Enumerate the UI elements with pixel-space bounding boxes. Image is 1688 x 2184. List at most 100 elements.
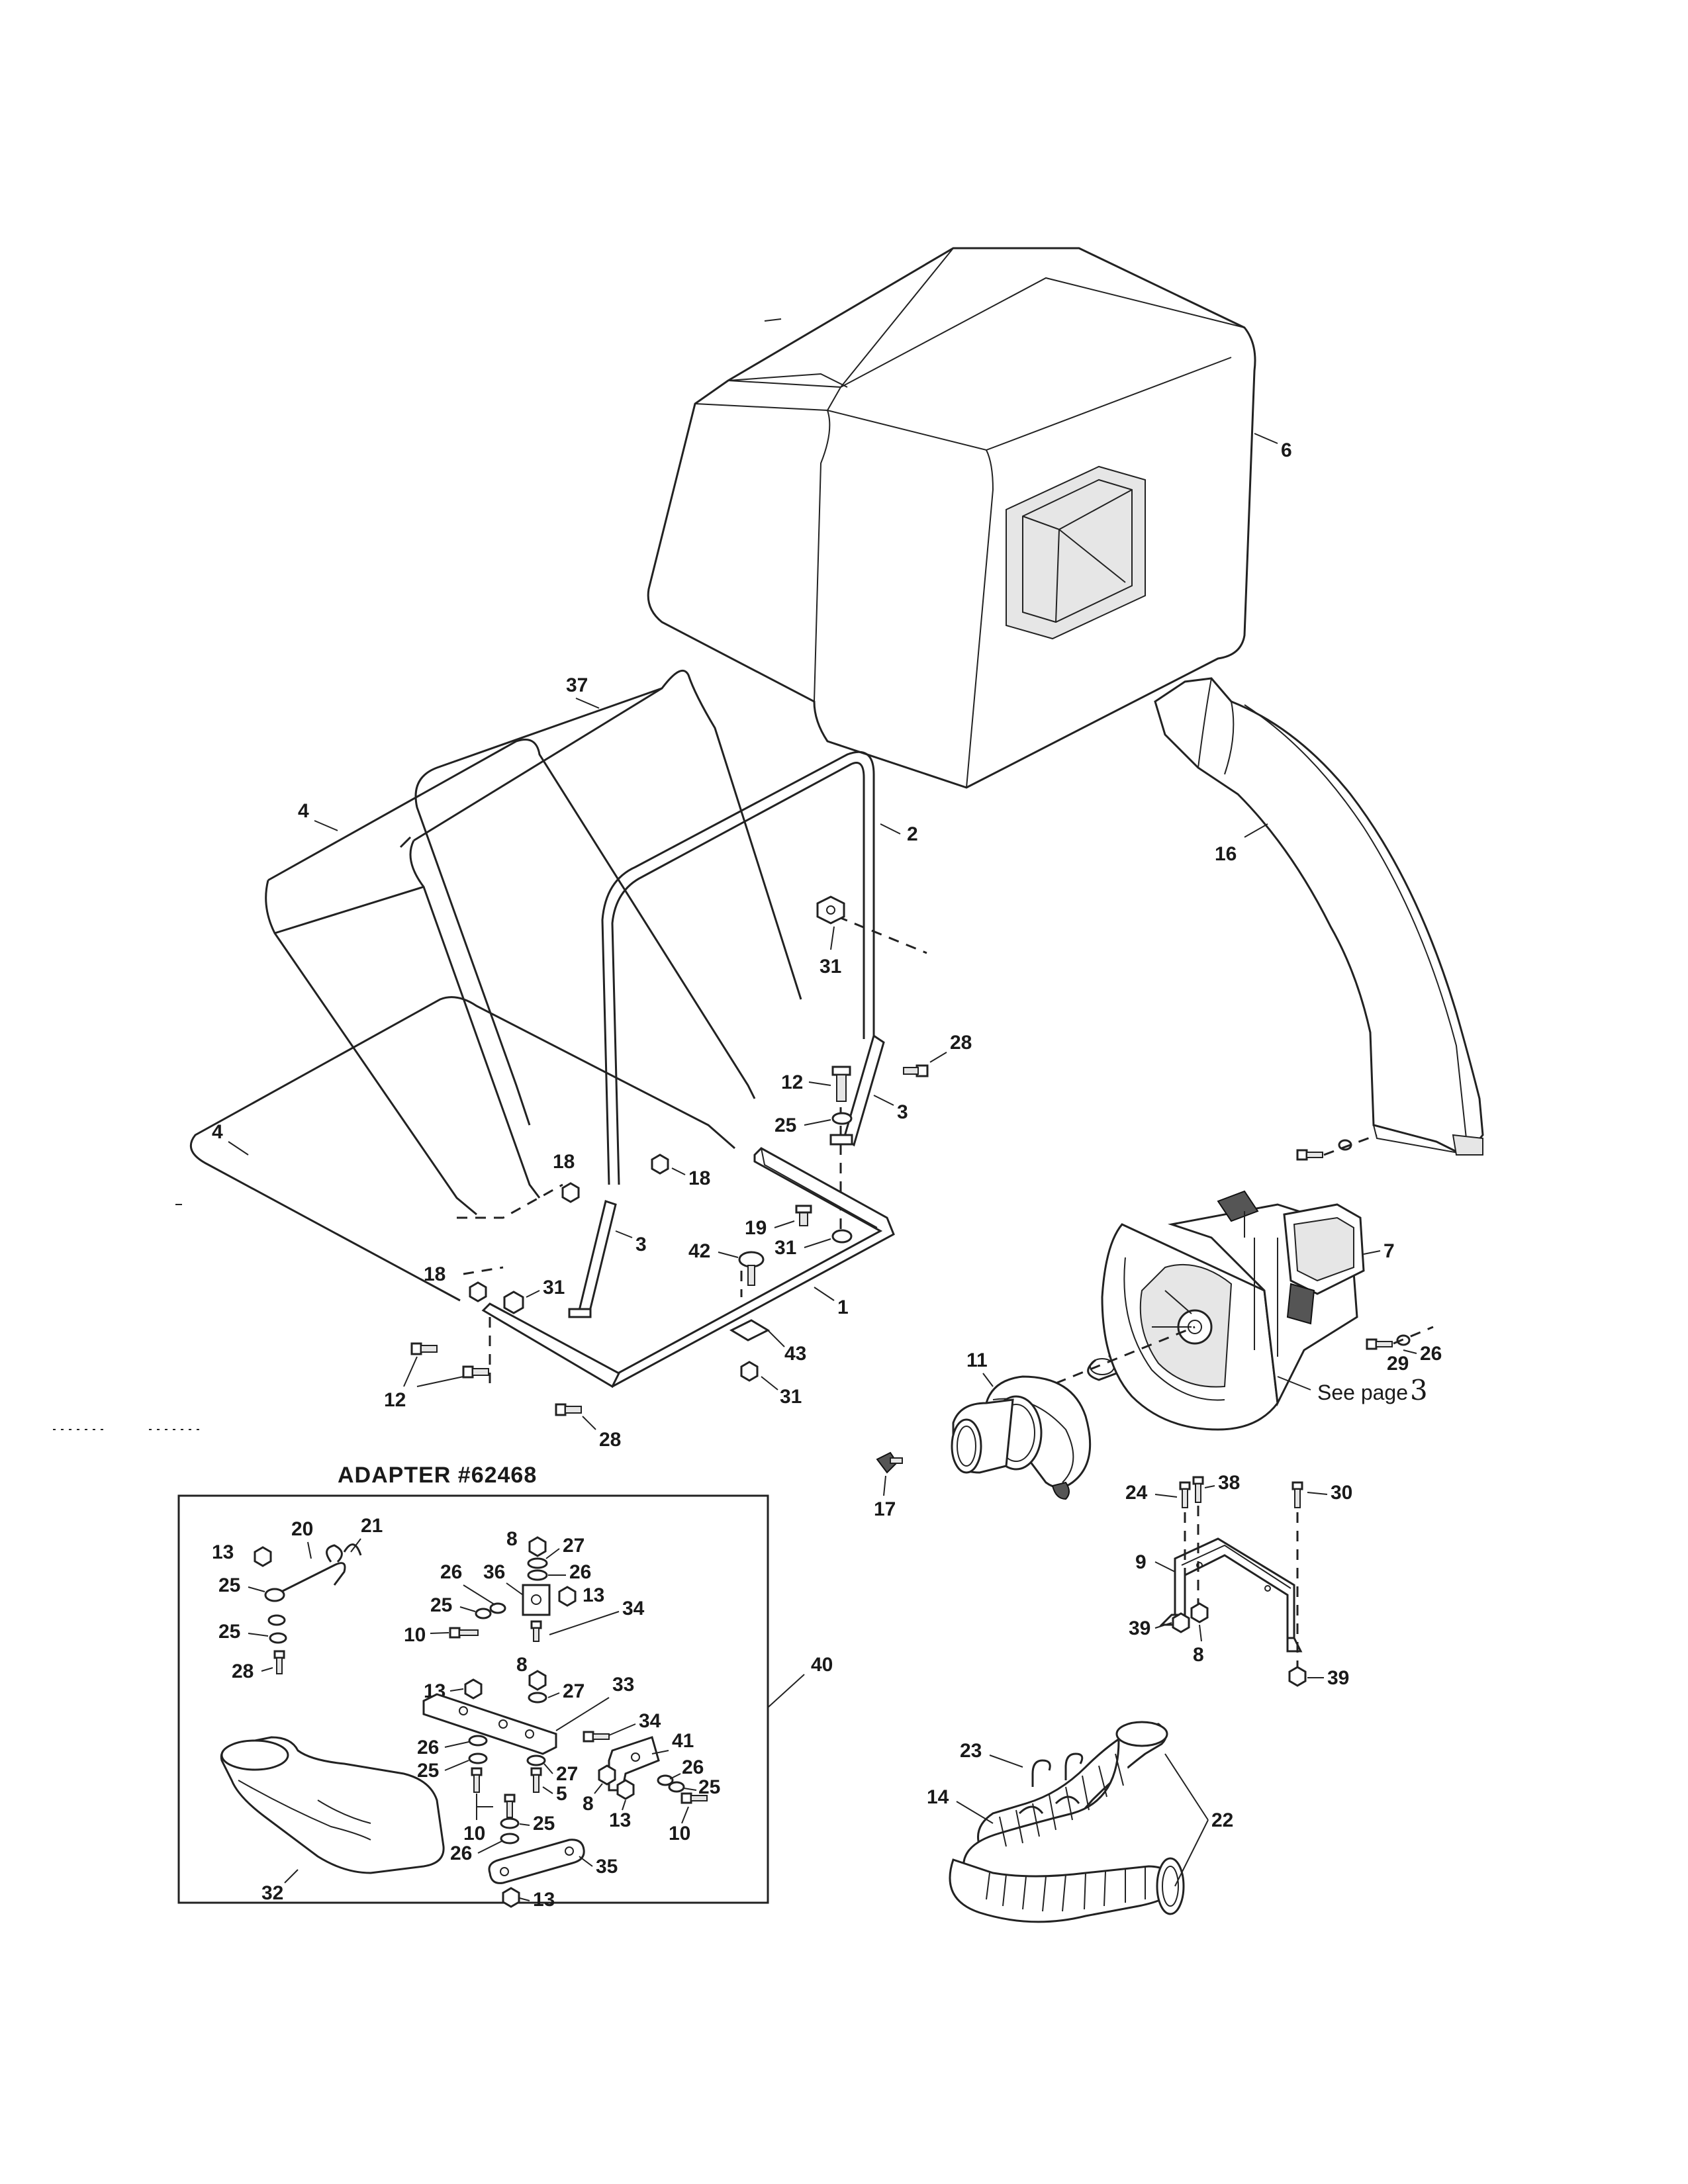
bolt-10-c <box>680 1792 708 1804</box>
scan-artifacts <box>53 318 782 1430</box>
callout-12-upper: 12 <box>781 1071 803 1093</box>
bolt-10-a <box>449 1627 479 1639</box>
washer-27-a <box>527 1557 548 1569</box>
callout-8-a: 8 <box>1193 1644 1204 1666</box>
bolt-25-kit <box>504 1794 516 1818</box>
callout-34-a: 34 <box>622 1598 645 1619</box>
callout-13-b: 13 <box>583 1584 604 1606</box>
callout-4-lower: 4 <box>212 1121 223 1143</box>
callout-25-e: 25 <box>698 1776 720 1798</box>
callout-16: 16 <box>1215 843 1237 865</box>
discharge-chute <box>1154 677 1484 1156</box>
callout-39-b: 39 <box>1327 1667 1349 1689</box>
washer-25-f <box>500 1817 520 1829</box>
callout-30: 30 <box>1331 1482 1352 1504</box>
screw-34-b <box>583 1731 610 1743</box>
bolt-28-upper <box>903 1064 929 1077</box>
callout-9: 9 <box>1135 1551 1147 1573</box>
callout-13-d: 13 <box>609 1809 631 1831</box>
callout-25-f: 25 <box>533 1813 555 1835</box>
callout-14: 14 <box>927 1786 949 1808</box>
hopper-cover <box>647 247 1256 789</box>
vacuum-hose <box>949 1721 1185 1923</box>
callout-26-c: 26 <box>417 1737 439 1758</box>
callout-17: 17 <box>874 1498 896 1520</box>
callout-32: 32 <box>261 1882 283 1904</box>
callout-6: 6 <box>1281 439 1292 461</box>
callout-20: 20 <box>291 1518 313 1540</box>
thumb-screw-17 <box>876 1451 903 1474</box>
bracket-41 <box>608 1736 660 1792</box>
washer-26-d <box>657 1774 674 1786</box>
bolt-38 <box>1192 1476 1204 1503</box>
callout-28-upper: 28 <box>950 1032 972 1054</box>
callout-25-a: 25 <box>218 1574 240 1596</box>
callout-12-lower: 12 <box>384 1389 406 1411</box>
washer-26-a <box>527 1569 548 1581</box>
callout-13-e: 13 <box>533 1889 555 1911</box>
nut-13-d <box>616 1779 635 1800</box>
callout-29: 29 <box>1387 1353 1409 1375</box>
washer-26-e <box>500 1833 520 1844</box>
nut-18-a <box>561 1182 580 1203</box>
screw-34-a <box>530 1620 542 1642</box>
washer-25-b <box>269 1632 287 1644</box>
adapter-title: ADAPTER #62468 <box>338 1463 537 1488</box>
callout-36: 36 <box>483 1561 505 1583</box>
nut-18-c <box>469 1281 487 1302</box>
callout-10-c: 10 <box>669 1823 690 1844</box>
callout-8-b: 8 <box>506 1528 518 1550</box>
callout-26-a: 26 <box>569 1561 591 1583</box>
bolt-10-b <box>471 1767 483 1793</box>
intake-adapter-11 <box>951 1375 1092 1500</box>
mount-bracket-9 <box>1159 1537 1303 1653</box>
see-page-number: 3 <box>1410 1374 1428 1406</box>
washer-26-c <box>468 1735 488 1747</box>
callout-8-d: 8 <box>583 1793 594 1815</box>
callout-5: 5 <box>556 1783 567 1805</box>
bolt-42 <box>738 1251 765 1286</box>
callout-26-e: 26 <box>450 1843 472 1864</box>
washer-25-e <box>668 1781 685 1793</box>
clip-43 <box>729 1319 771 1342</box>
callout-25-c: 25 <box>430 1594 452 1616</box>
bolt-28-kit <box>273 1650 285 1674</box>
callout-41: 41 <box>672 1730 694 1752</box>
callout-28-lower: 28 <box>599 1429 621 1451</box>
washer-26-b <box>489 1602 506 1614</box>
callout-8-c: 8 <box>516 1654 528 1676</box>
screw-5 <box>530 1767 542 1793</box>
callout-7: 7 <box>1383 1240 1395 1262</box>
callout-19: 19 <box>745 1217 767 1239</box>
callout-3-right: 3 <box>897 1101 908 1123</box>
plate-33 <box>422 1693 557 1755</box>
callout-10-b: 10 <box>463 1823 485 1844</box>
washer-27-c <box>526 1754 546 1766</box>
washer-25-upper <box>831 1112 853 1125</box>
washer-25-c <box>475 1608 492 1619</box>
bolt-28-lower <box>555 1403 582 1416</box>
washer-25-d <box>468 1752 488 1764</box>
engine-blower-7 <box>1101 1190 1365 1431</box>
washer-27-b <box>528 1692 547 1704</box>
callout-31-bottom: 31 <box>780 1386 802 1408</box>
adapter-chute-32 <box>220 1736 445 1874</box>
locknut-31-top <box>816 895 845 925</box>
callout-42: 42 <box>688 1240 710 1262</box>
nut-39-b <box>1288 1666 1307 1687</box>
callout-31-frame: 31 <box>774 1237 796 1259</box>
callout-25-b: 25 <box>218 1621 240 1643</box>
brace-3-right <box>829 1034 885 1147</box>
callout-38: 38 <box>1218 1472 1240 1494</box>
callout-37: 37 <box>566 674 588 696</box>
callout-18-c: 18 <box>424 1263 445 1285</box>
callout-2: 2 <box>907 823 918 845</box>
nut-13-a <box>254 1546 272 1567</box>
nut-13-b <box>558 1586 577 1607</box>
callout-24: 24 <box>1125 1482 1148 1504</box>
callout-21: 21 <box>361 1515 383 1537</box>
nut-13-e <box>502 1887 520 1908</box>
callout-40: 40 <box>811 1654 833 1676</box>
nut-8-b <box>528 1536 547 1557</box>
